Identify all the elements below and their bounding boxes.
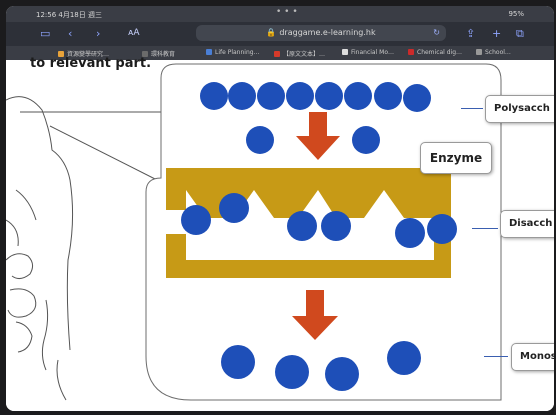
address-text: draggame.e-learning.hk	[279, 28, 376, 37]
molecule	[246, 126, 274, 154]
reload-icon[interactable]: ↻	[433, 28, 440, 37]
bookmark-item[interactable]: Financial Mo…	[342, 49, 394, 56]
molecule	[315, 82, 343, 110]
callout-lines	[20, 111, 162, 183]
molecule	[228, 82, 256, 110]
status-bar: 12:56 4月18日 週三 • • • 95%	[6, 6, 554, 22]
bookmark-item[interactable]: Life Planning…	[206, 49, 260, 56]
bookmark-item[interactable]: 【原文文本】…	[274, 49, 325, 58]
bookmark-item[interactable]: Chemical dig…	[408, 49, 462, 56]
answer-label-monosaccharide[interactable]: Monosa	[511, 343, 554, 371]
free-molecules	[246, 126, 380, 154]
molecule	[200, 82, 228, 110]
molecule	[427, 214, 457, 244]
monosaccharide-molecules[interactable]	[221, 341, 421, 391]
bookmark-icon	[408, 49, 414, 55]
answer-label-disaccharide[interactable]: Disacch	[500, 210, 554, 238]
molecule	[286, 82, 314, 110]
share-icon[interactable]: ⇪	[466, 27, 476, 40]
molecule	[257, 82, 285, 110]
molecule	[403, 84, 431, 112]
target-marker	[484, 356, 508, 357]
add-tab-icon[interactable]: +	[492, 27, 502, 40]
back-icon[interactable]: ‹	[68, 27, 73, 40]
sidebar-icon[interactable]: ▭	[40, 27, 51, 40]
instruction-text: to relevant part.	[30, 56, 152, 71]
lock-icon: 🔒	[266, 28, 277, 37]
molecule	[395, 218, 425, 248]
molecule	[287, 211, 317, 241]
bookmark-icon	[58, 51, 64, 57]
molecule	[352, 126, 380, 154]
page-content: to relevant part. Enzyme Polysacch Disac…	[6, 56, 554, 411]
digestion-diagram	[6, 63, 502, 401]
battery-level: 95%	[508, 10, 524, 18]
target-marker	[461, 108, 483, 109]
bookmarks-bar: 資源變學研究… 環科教育 Life Planning… 【原文文本】… Fina…	[6, 46, 554, 60]
reader-button[interactable]: ᴀA	[128, 28, 140, 38]
forward-icon[interactable]: ›	[96, 27, 101, 40]
molecule	[374, 82, 402, 110]
browser-toolbar: ▭ ‹ › ᴀA 🔒draggame.e-learning.hk ↻ ⇪ + ⧉	[6, 22, 554, 46]
bookmark-item[interactable]: 資源變學研究…	[58, 49, 109, 58]
bookmark-icon	[274, 51, 280, 57]
molecule	[344, 82, 372, 110]
disaccharide-molecules[interactable]	[181, 193, 457, 248]
status-time: 12:56 4月18日 週三	[36, 11, 102, 19]
bookmark-icon	[142, 51, 148, 57]
multitask-dots[interactable]: • • •	[276, 7, 298, 17]
human-torso-outline	[6, 96, 74, 401]
answer-label-polysaccharide[interactable]: Polysacch	[485, 95, 554, 123]
enzyme-label[interactable]: Enzyme	[420, 142, 492, 174]
molecule	[321, 211, 351, 241]
tabs-icon[interactable]: ⧉	[516, 27, 524, 40]
molecule	[221, 345, 255, 379]
target-marker	[472, 228, 498, 229]
polysaccharide-chain[interactable]	[200, 82, 431, 112]
molecule	[219, 193, 249, 223]
bookmark-item[interactable]: School…	[476, 49, 511, 56]
arrow-down-icon	[296, 112, 340, 160]
bookmark-icon	[476, 49, 482, 55]
address-bar[interactable]: 🔒draggame.e-learning.hk ↻	[196, 25, 446, 41]
molecule	[275, 355, 309, 389]
molecule	[325, 357, 359, 391]
bookmark-icon	[206, 49, 212, 55]
ipad-screen: 12:56 4月18日 週三 • • • 95% ▭ ‹ › ᴀA 🔒dragg…	[6, 6, 554, 411]
molecule	[181, 205, 211, 235]
bookmark-icon	[342, 49, 348, 55]
bookmark-item[interactable]: 環科教育	[142, 49, 175, 58]
arrow-down-icon	[292, 290, 338, 340]
molecule	[387, 341, 421, 375]
